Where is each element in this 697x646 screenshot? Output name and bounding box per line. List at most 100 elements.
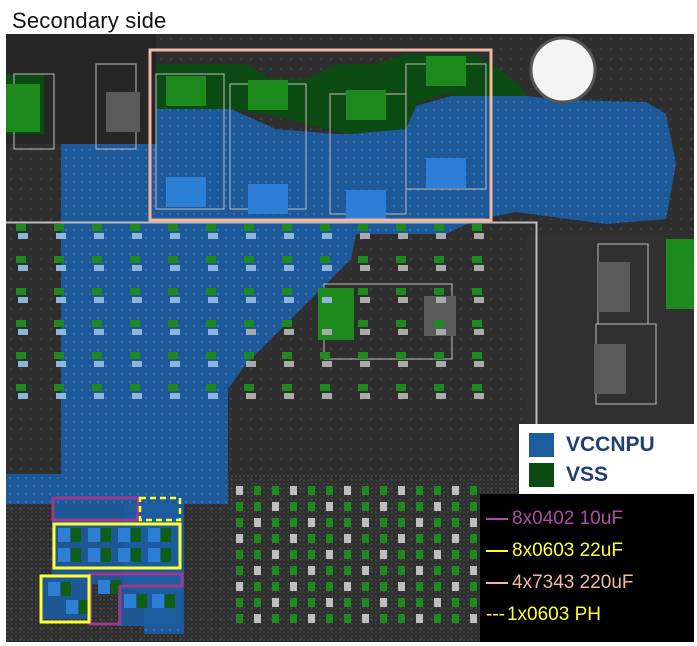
pad-small	[326, 486, 333, 495]
pad-green	[358, 352, 368, 359]
legend-item-0603-ph: --- 1x0603 PH	[486, 604, 601, 626]
pad-light	[208, 361, 218, 367]
pad-green	[320, 384, 330, 391]
pad-small	[416, 550, 423, 559]
pad-green	[206, 224, 216, 231]
pad-green	[130, 256, 140, 263]
cap-pad	[131, 528, 141, 542]
pad-light	[18, 361, 28, 367]
pad-light	[474, 265, 484, 271]
pad-light	[94, 265, 104, 271]
pad-small	[326, 582, 333, 591]
pad-light	[170, 233, 180, 239]
pad-green	[358, 384, 368, 391]
pad-light	[322, 393, 332, 399]
pad-small	[236, 534, 243, 543]
legend-label-0402: 8x0402 10uF	[512, 508, 623, 529]
pad-small	[452, 518, 459, 527]
pad-small	[380, 614, 387, 623]
capacitor-legend: 8x0402 10uF 8x0603 22uF 4x7343 220uF ---…	[480, 494, 694, 642]
pad-light	[474, 361, 484, 367]
cap-pad	[98, 580, 110, 594]
pad-small	[344, 534, 351, 543]
cap-pad	[58, 528, 70, 542]
pad-small	[290, 550, 297, 559]
pad-small	[290, 534, 297, 543]
pad-green	[358, 256, 368, 263]
pad-small	[272, 550, 279, 559]
legend-line-0402	[486, 518, 508, 520]
pad-green	[16, 320, 26, 327]
pad-light	[56, 329, 66, 335]
pad-small	[272, 518, 279, 527]
outline-0603-caps-b	[39, 574, 91, 624]
cap-pad	[161, 528, 171, 542]
pad-green	[434, 384, 444, 391]
pad-green	[16, 224, 26, 231]
legend-label-7343: 4x7343 220uF	[512, 572, 634, 593]
pad-light	[170, 297, 180, 303]
pad-light	[398, 329, 408, 335]
cap-pad	[124, 594, 136, 608]
pad-small	[308, 566, 315, 575]
pad-small	[362, 486, 369, 495]
cap-pad	[61, 582, 71, 596]
pad-green	[434, 224, 444, 231]
pad-small	[452, 502, 459, 511]
pad-green	[472, 224, 482, 231]
pad-small	[254, 502, 261, 511]
pad-small	[380, 534, 387, 543]
cap-pad	[101, 548, 111, 562]
cap-pad	[165, 594, 175, 608]
pad-small	[434, 598, 441, 607]
pad-small	[290, 566, 297, 575]
pad-green	[244, 288, 254, 295]
pad-small	[452, 550, 459, 559]
legend-item-vccnpu: VCCNPU	[529, 433, 655, 457]
legend-item-vss: VSS	[529, 463, 608, 487]
pad-light	[474, 233, 484, 239]
pad-green	[168, 352, 178, 359]
pad-light	[132, 297, 142, 303]
outline-0603-ph	[138, 496, 182, 522]
pad-light	[360, 329, 370, 335]
pad-green	[358, 224, 368, 231]
legend-label-0603-ph: 1x0603 PH	[506, 604, 601, 625]
pad-green	[282, 224, 292, 231]
cap-pad	[111, 580, 121, 594]
pad-light	[208, 297, 218, 303]
pad-small	[326, 550, 333, 559]
pad-small	[308, 486, 315, 495]
legend-item-0402: 8x0402 10uF	[486, 508, 623, 530]
pad-light	[56, 265, 66, 271]
pad-green	[206, 256, 216, 263]
legend-item-7343: 4x7343 220uF	[486, 572, 634, 594]
legend-swatch-vss	[529, 463, 554, 487]
pad-green	[16, 352, 26, 359]
pad-green	[320, 352, 330, 359]
pad-green	[92, 352, 102, 359]
legend-label-0603: 8x0603 22uF	[512, 540, 623, 561]
pad-light	[18, 265, 28, 271]
pad-small	[254, 518, 261, 527]
pad-small	[236, 566, 243, 575]
pad-green	[320, 224, 330, 231]
pad-small	[290, 582, 297, 591]
cap-pad	[79, 600, 89, 614]
pad-light	[360, 361, 370, 367]
cap-pad	[88, 528, 100, 542]
pad-small	[470, 502, 477, 511]
pad-small	[344, 566, 351, 575]
pad-small	[470, 534, 477, 543]
pad-green	[92, 256, 102, 263]
pad-small	[254, 582, 261, 591]
pad-small	[416, 614, 423, 623]
pad-small	[344, 614, 351, 623]
pad-green	[130, 352, 140, 359]
pad-green	[16, 384, 26, 391]
pad-light	[398, 265, 408, 271]
cap-pad	[118, 528, 130, 542]
legend-label-vccnpu: VCCNPU	[566, 433, 655, 456]
pad-small	[362, 598, 369, 607]
pad-green	[130, 224, 140, 231]
